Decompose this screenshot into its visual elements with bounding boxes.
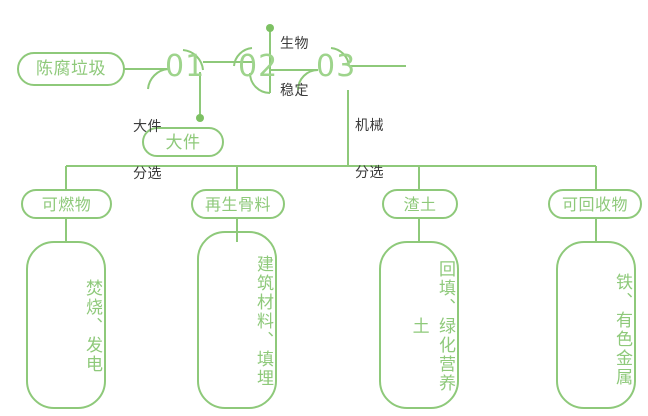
step-03-annotation: 机械 分选 <box>355 88 407 213</box>
output-pill-label-1: 可燃物 <box>41 195 92 214</box>
detail-box-shape-2 <box>197 231 277 409</box>
step-02-annotation: 生物 稳定 <box>280 6 332 131</box>
step-03-arc-top <box>330 47 350 67</box>
step-01-arc-top <box>182 49 204 71</box>
step-02-arc-top <box>233 47 253 67</box>
source-node-label: 陈腐垃圾 <box>36 59 106 79</box>
bulky-pill-shape <box>142 127 224 157</box>
dot-bulky <box>196 114 204 122</box>
step-02-annotation-line-1: 生物 <box>280 36 309 53</box>
detail-box-shape-4 <box>556 241 636 409</box>
detail-box-shape-3 <box>379 241 459 409</box>
step-01-annotation-line-2: 分选 <box>133 166 162 183</box>
dot-biostable <box>266 24 274 32</box>
step-number-02: 02 <box>238 49 279 84</box>
step-03-arc-bottom <box>297 69 319 91</box>
output-pill-label-4: 可回收物 <box>561 195 628 214</box>
output-detail-text-4: 铁、有色金属 <box>612 273 632 387</box>
output-pill-label-3: 渣土 <box>403 195 437 214</box>
output-detail-text-1: 焚烧、发电 <box>82 278 102 374</box>
step-03-annotation-line-1: 机械 <box>355 118 384 135</box>
step-01-annotation-line-1: 大件 <box>133 119 162 136</box>
step-03-annotation-line-2: 分选 <box>355 165 384 182</box>
step-01-arc-bottom <box>147 68 169 90</box>
output-pill-label-2: 再生骨料 <box>204 195 271 214</box>
step-number-01: 01 <box>165 49 206 84</box>
step-01-annotation: 大件 分选 <box>133 89 185 214</box>
step-number-03: 03 <box>316 49 357 84</box>
step-02-annotation-line-2: 稳定 <box>280 83 309 100</box>
detail-box-shape-1 <box>26 241 106 409</box>
bulky-output-label: 大件 <box>165 133 201 153</box>
step-02-arc-bottom <box>249 72 271 94</box>
output-detail-text-3: 回填、绿化营养土 <box>408 259 455 393</box>
output-detail-text-2: 建筑材料、填埋 <box>253 254 273 388</box>
